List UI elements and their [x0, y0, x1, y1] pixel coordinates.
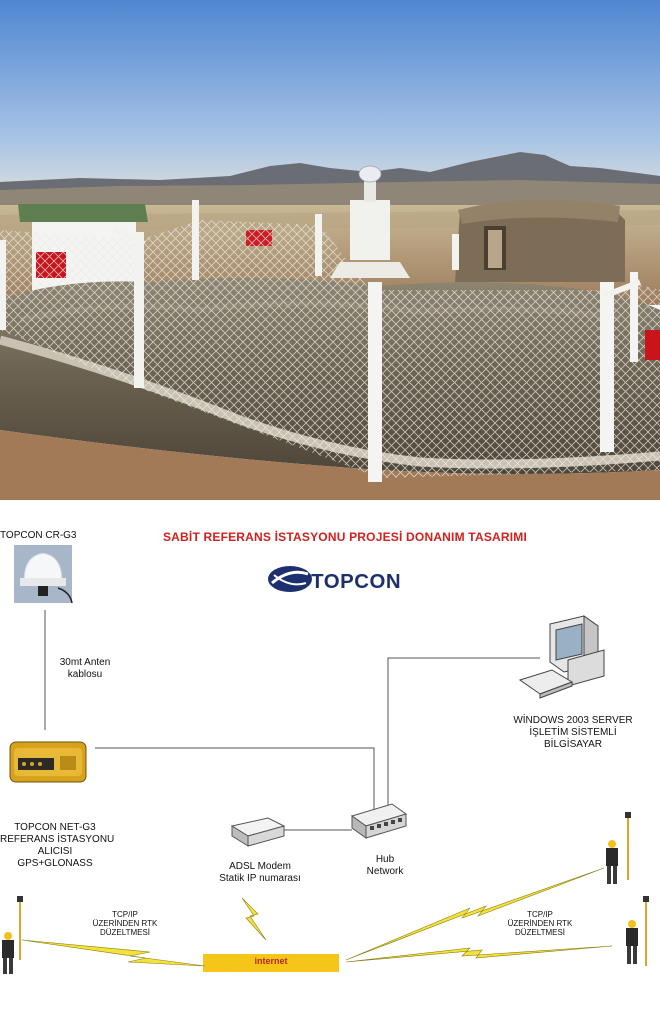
- rtk-lightning-left: [21, 939, 206, 967]
- surveyor-left-icon: [2, 896, 23, 974]
- receiver-label-line4: GPS+GLONASS: [17, 858, 93, 869]
- server-label-line1: WİNDOWS 2003 SERVER: [513, 715, 633, 726]
- reference-station-photo: [0, 0, 660, 500]
- cable-label-line1: 30mt Anten: [59, 657, 111, 668]
- rtk-left-line2: ÜZERİNDEN RTK: [92, 919, 158, 928]
- rtk-right-line3: DÜZELTMESİ: [514, 928, 566, 937]
- cable-label-line2: kablosu: [67, 669, 103, 680]
- modem-label: ADSL Modem Statik IP numarası: [200, 861, 320, 885]
- hub-label-line1: Hub: [375, 854, 395, 865]
- server-label-line3: BİLGİSAYAR: [544, 739, 602, 750]
- rtk-label-right: TCP/IP ÜZERİNDEN RTK DÜZELTMESİ: [490, 910, 590, 937]
- cable-label: 30mt Anten kablosu: [40, 657, 130, 681]
- modem-label-line2: Statik IP numarası: [219, 873, 301, 884]
- antenna-label: TOPCON CR-G3: [0, 530, 77, 541]
- hub-label-line2: Network: [366, 866, 404, 877]
- modem-label-line1: ADSL Modem: [229, 861, 291, 872]
- hub-icon: [350, 803, 408, 839]
- surveyor-right-upper-icon: [606, 812, 631, 884]
- rtk-lightning-right-upper: [345, 867, 605, 961]
- hub-label: Hub Network: [355, 854, 415, 878]
- rtk-right-line2: ÜZERİNDEN RTK: [507, 919, 573, 928]
- server-label: WİNDOWS 2003 SERVER İŞLETİM SİSTEMLİ BİL…: [498, 715, 648, 751]
- network-connections: [44, 610, 540, 831]
- computer-icon: [518, 615, 605, 699]
- hub-server-line: [387, 657, 540, 810]
- rtk-lightning-right-lower: [345, 945, 613, 963]
- internet-label: internet: [254, 956, 288, 966]
- receiver-label: TOPCON NET-G3 REFERANS İSTASYONU ALICISI…: [0, 822, 115, 870]
- internet-bar: [203, 954, 339, 972]
- gnss-receiver-icon: [9, 741, 87, 783]
- rtk-left-line3: DÜZELTMESİ: [99, 928, 151, 937]
- hardware-design-diagram: [2, 545, 649, 974]
- receiver-label-line1: TOPCON NET-G3: [14, 822, 96, 833]
- surveyor-right-lower-icon: [626, 896, 649, 966]
- modem-icon: [230, 817, 286, 847]
- receiver-label-line2: REFERANS İSTASYONU: [0, 834, 115, 845]
- topcon-logo-icon: [268, 566, 312, 592]
- topcon-logo-text: TOPCON: [311, 571, 402, 593]
- rtk-left-line1: TCP/IP: [112, 910, 138, 919]
- gnss-antenna-icon: [14, 545, 73, 604]
- receiver-label-line3: ALICISI: [37, 846, 73, 857]
- server-label-line2: İŞLETİM SİSTEMLİ: [529, 727, 617, 738]
- diagram-title: SABİT REFERANS İSTASYONU PROJESİ DONANIM…: [162, 530, 528, 544]
- rtk-label-left: TCP/IP ÜZERİNDEN RTK DÜZELTMESİ: [80, 910, 170, 937]
- modem-lightning: [241, 897, 267, 941]
- rtk-right-line1: TCP/IP: [527, 910, 553, 919]
- receiver-hub-line: [95, 747, 375, 810]
